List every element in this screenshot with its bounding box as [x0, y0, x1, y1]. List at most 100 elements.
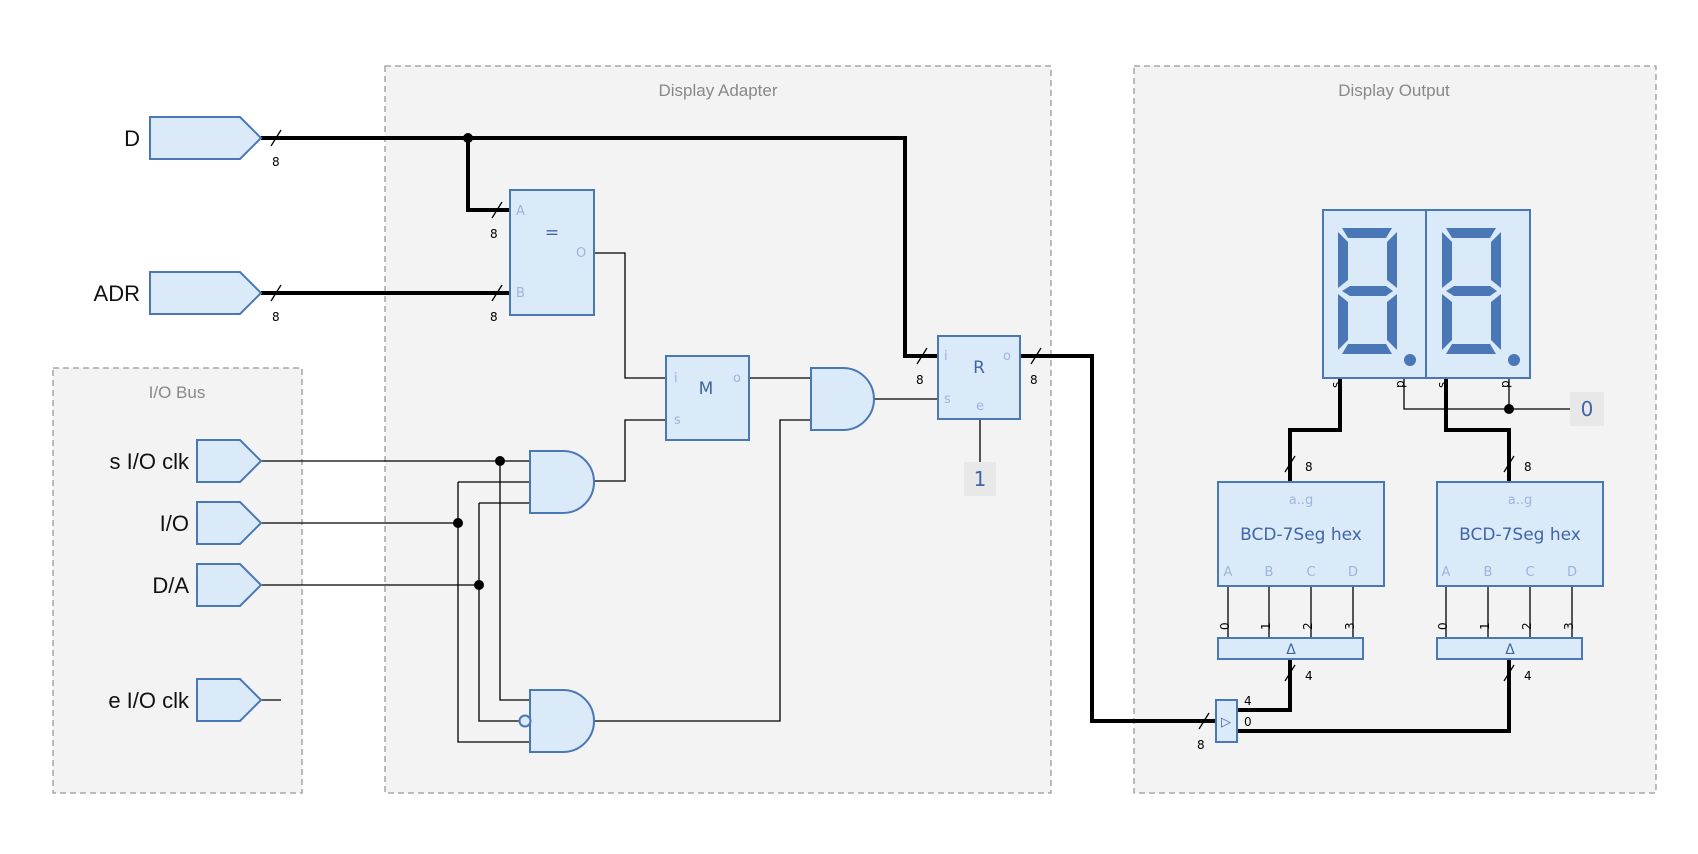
- bus-width-split2: 4: [1524, 669, 1532, 683]
- mux-pin-i: i: [674, 371, 678, 386]
- input-s-io-clk-label: s I/O clk: [110, 449, 190, 474]
- and1-to-mux-wire: [594, 419, 666, 482]
- splitter-2-bit-0: 0: [1436, 622, 1450, 630]
- splitter-1-bit-2: 2: [1301, 622, 1315, 630]
- and-gate-2[interactable]: [529, 689, 595, 753]
- segments: [1338, 228, 1416, 366]
- dec2-to-disp2-wire: [1444, 378, 1511, 482]
- junction-dot: [1504, 404, 1514, 414]
- bus-width-reg-out: 8: [1030, 373, 1038, 387]
- input-da-label: D/A: [152, 573, 189, 598]
- splitter-1-bit-1: 1: [1259, 622, 1273, 630]
- mux-pin-s: s: [674, 413, 681, 428]
- decoder-2-label: BCD-7Seg hex: [1459, 525, 1581, 545]
- bus-ticks: [270, 129, 1515, 730]
- decoder-2-pin-c: C: [1525, 565, 1534, 580]
- input-io-label: I/O: [160, 511, 189, 536]
- register-pin-s: s: [944, 392, 951, 407]
- s-io-clk-to-and2-wire: [499, 461, 530, 701]
- dec1-pin-wires: [1227, 586, 1354, 638]
- comparator-label: =: [545, 223, 559, 243]
- input-io[interactable]: I/O: [160, 501, 263, 545]
- input-e-io-clk[interactable]: e I/O clk: [108, 678, 263, 722]
- bus-width-adr: 8: [272, 310, 280, 324]
- register-pin-o: o: [1003, 349, 1011, 364]
- display-1-pin-s: s: [1329, 382, 1343, 388]
- display-2-pin-s: s: [1435, 382, 1449, 388]
- and-gate-3[interactable]: [810, 367, 875, 431]
- junction-dot: [453, 518, 463, 528]
- bus-width-split1: 4: [1305, 669, 1313, 683]
- splitter-1[interactable]: Δ 0 1 2 3: [1217, 622, 1364, 660]
- mux-label: M: [699, 379, 714, 399]
- main-splitter[interactable]: ▷ 4 0: [1215, 694, 1252, 743]
- input-d-label: D: [124, 126, 140, 151]
- splitter-2-glyph: Δ: [1505, 642, 1515, 658]
- display-adapter-title: Display Adapter: [658, 81, 777, 100]
- register-out-bus-wire: [1020, 354, 1216, 723]
- seven-seg-display-1: s p: [1322, 209, 1427, 388]
- main-splitter-glyph: ▷: [1221, 715, 1231, 730]
- splitter-1-bit-3: 3: [1343, 622, 1357, 630]
- mux[interactable]: i s o M: [665, 355, 750, 441]
- decoder-1-pin-out: a..g: [1289, 493, 1313, 508]
- register-pin-i: i: [944, 349, 948, 364]
- decoder-2-pin-b: B: [1484, 565, 1493, 580]
- input-s-io-clk[interactable]: s I/O clk: [110, 439, 263, 483]
- display-2-pin-p: p: [1498, 380, 1512, 388]
- display-output-group: [1133, 65, 1657, 794]
- decoder-2-pin-a: A: [1442, 565, 1451, 580]
- bus-width-main-in: 8: [1197, 738, 1205, 752]
- input-adr[interactable]: ADR: [94, 271, 263, 315]
- dp-wire: [1403, 378, 1570, 410]
- bus-width-reg-in: 8: [916, 373, 924, 387]
- const-0[interactable]: 0: [1581, 397, 1594, 421]
- display-output-title: Display Output: [1338, 81, 1450, 100]
- comparator-pin-b: B: [516, 286, 525, 301]
- and-gate-1[interactable]: [529, 450, 595, 514]
- register[interactable]: i s o e R: [937, 335, 1021, 420]
- d-to-comparator-wire: [466, 138, 510, 212]
- junction-dot: [495, 456, 505, 466]
- display-1-pin-p: p: [1393, 380, 1407, 388]
- input-e-io-clk-label: e I/O clk: [108, 688, 190, 713]
- splitter-1-bit-0: 0: [1218, 622, 1232, 630]
- input-da[interactable]: D/A: [152, 563, 263, 607]
- bcd-decoder-2[interactable]: a..g BCD-7Seg hex A B C D: [1436, 481, 1604, 587]
- split2-bus-wire: [1237, 659, 1511, 733]
- decoder-2-pin-d: D: [1567, 565, 1577, 580]
- splitter-2[interactable]: Δ 0 1 2 3: [1436, 622, 1583, 660]
- bus-width-seg2: 8: [1524, 460, 1532, 474]
- bus-width-cmp-a: 8: [490, 227, 498, 241]
- junction-dot: [463, 133, 473, 143]
- bus-width-seg1: 8: [1305, 460, 1313, 474]
- bcd-decoder-1[interactable]: a..g BCD-7Seg hex A B C D: [1217, 481, 1385, 587]
- dec2-pin-wires: [1445, 586, 1573, 638]
- comparator-pin-a: A: [516, 204, 525, 219]
- splitter-1-glyph: Δ: [1286, 642, 1296, 658]
- seven-seg-display-2: s p: [1425, 209, 1531, 388]
- bus-width-cmp-b: 8: [490, 310, 498, 324]
- const-0-box: [1570, 392, 1604, 426]
- const-1-box: [964, 462, 996, 496]
- and2-to-and3-wire: [594, 419, 811, 722]
- splitter-2-bit-3: 3: [1562, 622, 1576, 630]
- segments: [1442, 228, 1520, 366]
- input-d[interactable]: D: [124, 116, 263, 160]
- comparator[interactable]: A B O =: [509, 189, 595, 316]
- mux-pin-o: o: [733, 371, 741, 386]
- junction-dot: [474, 580, 484, 590]
- input-adr-label: ADR: [94, 281, 140, 306]
- const-1[interactable]: 1: [974, 467, 987, 491]
- io-vertical-wire: [457, 482, 530, 743]
- register-label: R: [973, 358, 985, 378]
- splitter-2-bit-2: 2: [1520, 622, 1534, 630]
- main-splitter-out-0: 0: [1244, 715, 1252, 729]
- da-vertical-wire: [478, 503, 521, 722]
- main-splitter-out-4: 4: [1244, 694, 1252, 708]
- inverter-bubble: [518, 714, 532, 728]
- decoder-1-pin-d: D: [1348, 565, 1358, 580]
- register-pin-e: e: [976, 399, 984, 414]
- cmp-to-mux-wire: [594, 252, 666, 379]
- decoder-1-pin-b: B: [1265, 565, 1274, 580]
